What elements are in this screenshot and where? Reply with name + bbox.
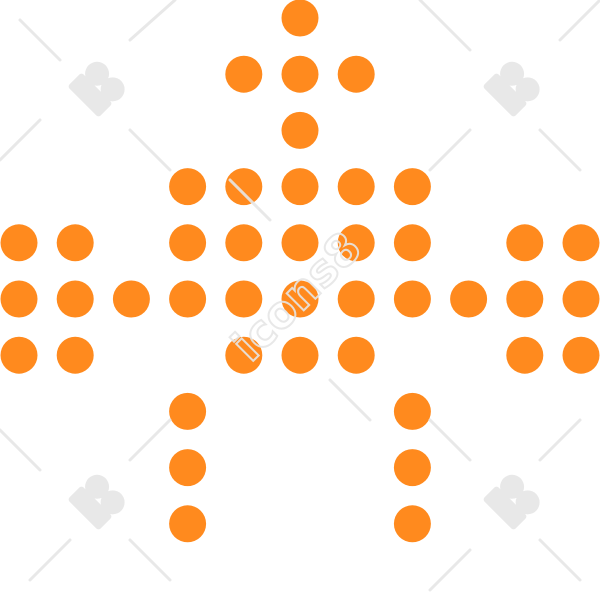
dot — [337, 280, 375, 318]
dot — [169, 392, 207, 430]
dot — [56, 336, 94, 374]
dot — [169, 449, 207, 487]
dot — [393, 280, 431, 318]
dot — [169, 168, 207, 206]
dot — [281, 55, 319, 93]
dot — [562, 336, 600, 374]
dot — [281, 111, 319, 149]
dot — [169, 505, 207, 543]
dot — [506, 224, 544, 262]
dot — [0, 336, 38, 374]
dot — [281, 0, 319, 37]
dot — [281, 224, 319, 262]
dot — [450, 280, 488, 318]
dot — [225, 168, 263, 206]
dot — [225, 55, 263, 93]
dot — [169, 224, 207, 262]
dot — [225, 280, 263, 318]
dot — [562, 280, 600, 318]
dot — [393, 224, 431, 262]
dot — [56, 224, 94, 262]
dot — [169, 280, 207, 318]
dot-pattern — [0, 0, 600, 543]
dot — [506, 280, 544, 318]
watermark-logo-top-right — [483, 61, 540, 117]
dot — [337, 336, 375, 374]
watermark-logo-bottom-right — [483, 474, 540, 530]
dot — [281, 168, 319, 206]
dot — [281, 336, 319, 374]
dot — [393, 392, 431, 430]
dot — [281, 280, 319, 318]
dot — [112, 280, 150, 318]
watermark-logo-bottom-left — [68, 474, 125, 530]
dot — [337, 224, 375, 262]
dot — [225, 224, 263, 262]
dot — [393, 505, 431, 543]
dot — [506, 336, 544, 374]
dot — [225, 336, 263, 374]
dot — [562, 224, 600, 262]
dot — [393, 168, 431, 206]
dot — [56, 280, 94, 318]
watermark-logo-top-left — [68, 61, 125, 117]
dot — [337, 55, 375, 93]
dot — [393, 449, 431, 487]
dot — [337, 168, 375, 206]
dot — [0, 224, 38, 262]
dot — [0, 280, 38, 318]
